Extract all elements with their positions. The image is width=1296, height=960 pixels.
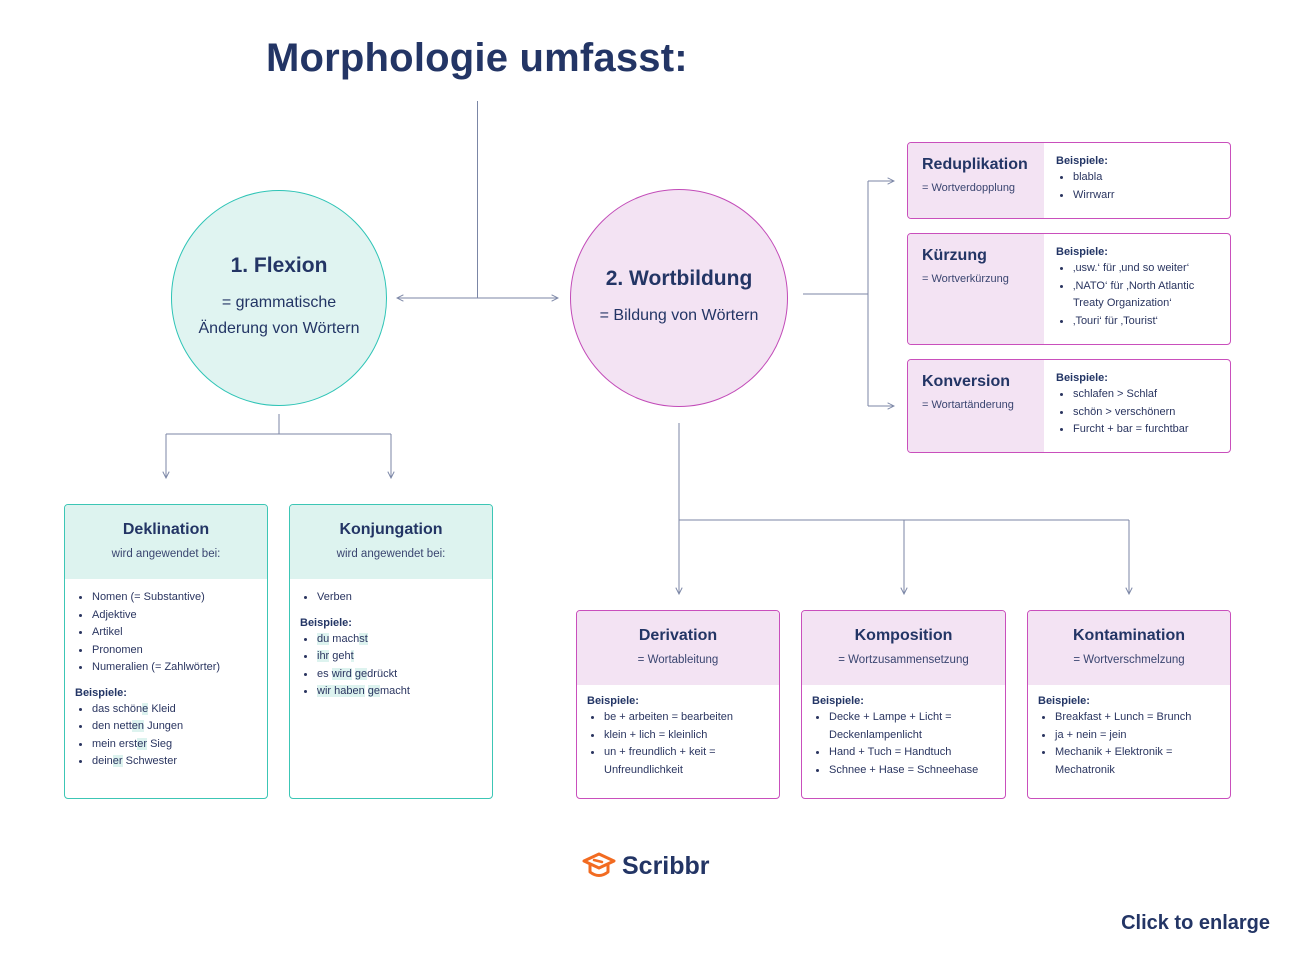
click-to-enlarge-link[interactable]: Click to enlarge <box>1121 912 1270 934</box>
flexion-subtitle: = grammatische Änderung von Wörtern <box>198 294 360 337</box>
komposition-body: Beispiele: Decke + Lampe + Licht = Decke… <box>802 685 1005 779</box>
example-item: blabla <box>1072 169 1222 187</box>
list-item: Nomen (= Substantive) <box>91 589 257 607</box>
derivation-subtitle: = Wortableitung <box>637 654 719 666</box>
flexion-circle: 1. Flexion = grammatische Änderung von W… <box>171 190 387 406</box>
komposition-box: Komposition = Wortzusammensetzung Beispi… <box>801 610 1006 799</box>
konjugation-examples: du machst ihr geht es wird gedrückt wir … <box>300 631 482 701</box>
example-item: schön > verschönern <box>1072 404 1222 422</box>
example-item: Hand + Tuch = Handtuch <box>828 744 995 762</box>
komposition-header: Komposition = Wortzusammensetzung <box>802 611 1005 685</box>
deklination-subtitle: wird angewendet bei: <box>111 548 221 560</box>
deklination-examples: das schöne Kleid den netten Jungen mein … <box>75 701 257 771</box>
example-item: Furcht + bar = furchtbar <box>1072 421 1222 439</box>
komposition-title: Komposition <box>854 627 953 644</box>
reduplikation-examples: Beispiele: blabla Wirrwarr <box>1044 143 1230 218</box>
examples-label: Beispiele: <box>300 616 352 629</box>
example-item: klein + lich = kleinlich <box>603 727 769 745</box>
examples-label: Beispiele: <box>1038 695 1090 707</box>
derivation-title: Derivation <box>638 627 718 644</box>
graduation-cap-icon <box>582 852 616 877</box>
derivation-header: Derivation = Wortableitung <box>577 611 779 685</box>
example-item: ihr geht <box>316 648 482 666</box>
example-item: es wird gedrückt <box>316 666 482 684</box>
konjugation-box: Konjungation wird angewendet bei: Verben… <box>289 504 493 799</box>
example-item: un + freundlich + keit = Unfreundlichkei… <box>603 744 769 779</box>
example-item: mein erster Sieg <box>91 736 257 754</box>
list-item: Numeralien (= Zahlwörter) <box>91 659 257 677</box>
examples-label: Beispiele: <box>812 695 864 707</box>
kontamination-title: Kontamination <box>1073 627 1185 644</box>
example-item: du machst <box>316 631 482 649</box>
list-item: Artikel <box>91 624 257 642</box>
konjugation-header: Konjungation wird angewendet bei: <box>290 505 492 579</box>
examples-label: Beispiele: <box>587 695 639 707</box>
kontamination-subtitle: = Wortverschmelzung <box>1073 654 1185 666</box>
konjugation-list: Verben <box>300 589 482 607</box>
reduplikation-subtitle: = Wortverdopplung <box>922 182 1016 194</box>
konjugation-title: Konjungation <box>339 521 443 538</box>
example-item: Wirrwarr <box>1072 187 1222 205</box>
kontamination-header: Kontamination = Wortverschmelzung <box>1028 611 1230 685</box>
examples-label: Beispiele: <box>1056 246 1108 258</box>
example-item: Schnee + Hase = Schneehase <box>828 762 995 780</box>
wortbildung-subtitle: = Bildung von Wörtern <box>599 307 759 324</box>
konversion-title: Konversion <box>922 373 1011 390</box>
example-item: deiner Schwester <box>91 753 257 771</box>
example-item: ‚usw.‘ für ‚und so weiter‘ <box>1072 260 1222 278</box>
example-item: Breakfast + Lunch = Brunch <box>1054 709 1220 727</box>
example-item: schlafen > Schlaf <box>1072 386 1222 404</box>
brand-name: Scribbr <box>622 851 710 880</box>
deklination-title: Deklination <box>122 521 210 538</box>
konjugation-body: Verben Beispiele: du machst ihr geht es … <box>290 579 492 701</box>
konversion-subtitle: = Wortartänderung <box>922 399 1014 411</box>
example-item: das schöne Kleid <box>91 701 257 719</box>
examples-label: Beispiele: <box>1056 372 1108 384</box>
list-item: Verben <box>316 589 482 607</box>
example-item: ja + nein = jein <box>1054 727 1220 745</box>
kuerzung-subtitle: = Wortverkürzung <box>922 273 1009 285</box>
example-item: ‚NATO‘ für ‚North Atlantic Treaty Organi… <box>1072 278 1222 313</box>
example-item: ‚Touri‘ für ‚Tourist‘ <box>1072 313 1222 331</box>
reduplikation-title: Reduplikation <box>922 156 1028 173</box>
kuerzung-header: Kürzung = Wortverkürzung <box>908 234 1044 344</box>
derivation-body: Beispiele: be + arbeiten = bearbeiten kl… <box>577 685 779 779</box>
reduplikation-header: Reduplikation = Wortverdopplung <box>908 143 1044 218</box>
reduplikation-box: Reduplikation = Wortverdopplung Beispiel… <box>907 142 1231 219</box>
kontamination-body: Beispiele: Breakfast + Lunch = Brunch ja… <box>1028 685 1230 779</box>
wortbildung-circle: 2. Wortbildung = Bildung von Wörtern <box>570 189 788 407</box>
scribbr-logo: Scribbr <box>582 851 710 881</box>
deklination-box: Deklination wird angewendet bei: Nomen (… <box>64 504 268 799</box>
list-item: Pronomen <box>91 642 257 660</box>
kuerzung-examples: Beispiele: ‚usw.‘ für ‚und so weiter‘ ‚N… <box>1044 234 1230 344</box>
kontamination-box: Kontamination = Wortverschmelzung Beispi… <box>1027 610 1231 799</box>
kuerzung-box: Kürzung = Wortverkürzung Beispiele: ‚usw… <box>907 233 1231 345</box>
wortbildung-title: 2. Wortbildung <box>605 267 753 290</box>
example-item: be + arbeiten = bearbeiten <box>603 709 769 727</box>
konversion-header: Konversion = Wortartänderung <box>908 360 1044 452</box>
examples-label: Beispiele: <box>75 686 127 699</box>
page-title: Morphologie umfasst: <box>266 36 688 80</box>
derivation-box: Derivation = Wortableitung Beispiele: be… <box>576 610 780 799</box>
komposition-subtitle: = Wortzusammensetzung <box>838 654 969 666</box>
examples-label: Beispiele: <box>1056 155 1108 167</box>
konversion-box: Konversion = Wortartänderung Beispiele: … <box>907 359 1231 453</box>
example-item: Mechanik + Elektronik = Mechatronik <box>1054 744 1220 779</box>
list-item: Adjektive <box>91 607 257 625</box>
konjugation-subtitle: wird angewendet bei: <box>336 548 446 560</box>
deklination-list: Nomen (= Substantive) Adjektive Artikel … <box>75 589 257 677</box>
kuerzung-title: Kürzung <box>922 247 987 264</box>
deklination-header: Deklination wird angewendet bei: <box>65 505 267 579</box>
example-item: Decke + Lampe + Licht = Deckenlampenlich… <box>828 709 995 744</box>
example-item: wir haben gemacht <box>316 683 482 701</box>
konversion-examples: Beispiele: schlafen > Schlaf schön > ver… <box>1044 360 1230 452</box>
deklination-body: Nomen (= Substantive) Adjektive Artikel … <box>65 579 267 771</box>
flexion-title: 1. Flexion <box>230 254 328 277</box>
example-item: den netten Jungen <box>91 718 257 736</box>
